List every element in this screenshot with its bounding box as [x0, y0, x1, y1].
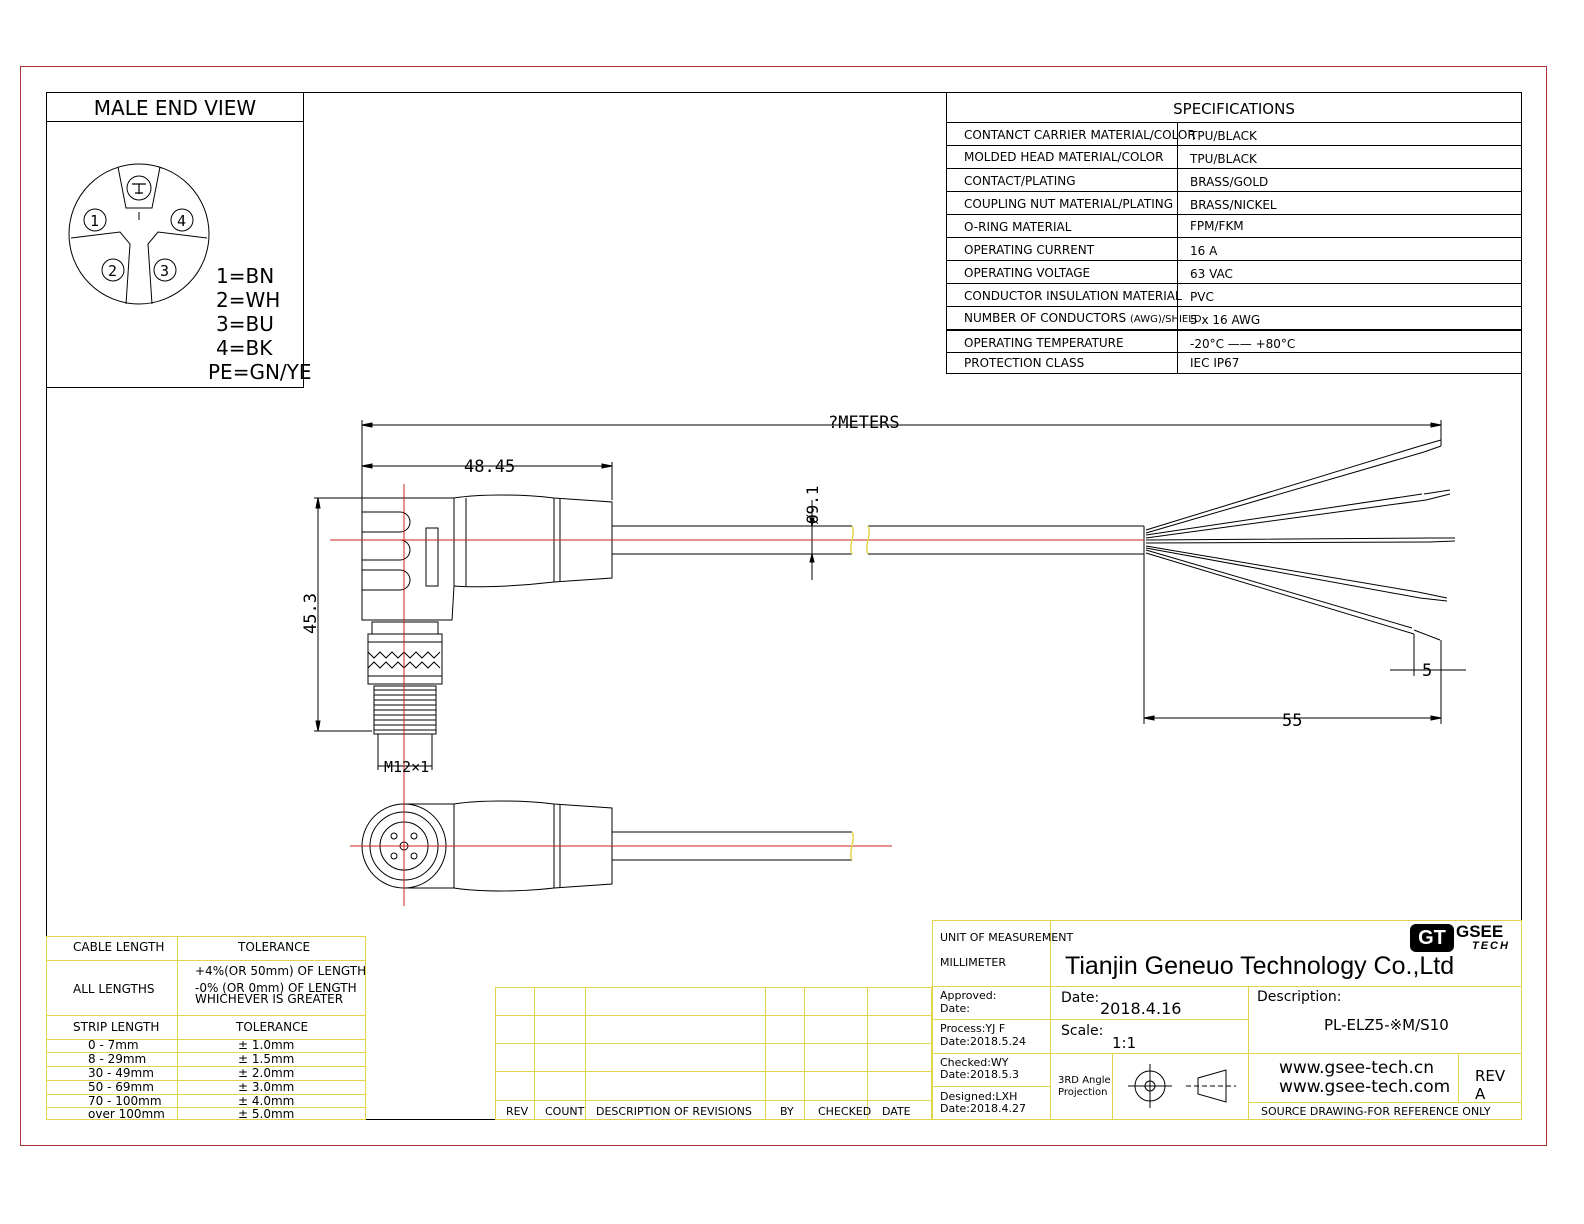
- strip-length-label: 5: [1422, 661, 1432, 681]
- by-header: BY: [780, 1105, 794, 1118]
- designed-date: Date:2018.4.27: [940, 1102, 1026, 1115]
- date-header: DATE: [882, 1105, 911, 1118]
- pin-label: 3: [160, 262, 169, 280]
- rev-label: REV: [1475, 1067, 1506, 1085]
- checked-label: Checked:WY: [940, 1056, 1009, 1069]
- all-lengths-tolerance: +4%(OR 50mm) OF LENGTH: [195, 964, 367, 978]
- title-block: [932, 920, 1522, 1120]
- scale-value: 1:1: [1112, 1034, 1137, 1052]
- pin-face-diagram: 1 4 2 3: [68, 163, 210, 305]
- approved-label: Approved:: [940, 989, 997, 1002]
- drawing-outer-frame: [20, 66, 1547, 1146]
- projection-label: Projection: [1058, 1087, 1108, 1098]
- rev-value: A: [1475, 1085, 1486, 1103]
- count-header: COUNT: [545, 1105, 585, 1118]
- strip-tolerance: ± 3.0mm: [238, 1080, 295, 1094]
- thread-label: M12×1: [384, 758, 429, 776]
- description-of-revisions-header: DESCRIPTION OF REVISIONS: [596, 1105, 752, 1118]
- checked-date: Date:2018.5.3: [940, 1068, 1019, 1081]
- male-end-view-title: MALE END VIEW: [46, 92, 304, 122]
- process-label: Process:YJ F: [940, 1022, 1006, 1035]
- strip-range: over 100mm: [88, 1107, 165, 1121]
- strip-range: 0 - 7mm: [88, 1038, 139, 1052]
- pin-label: 4: [177, 212, 186, 230]
- legend-item: PE=GN/YE: [208, 360, 312, 384]
- projection-label: 3RD Angle: [1058, 1075, 1111, 1086]
- head-length-label: 48.45: [464, 457, 515, 477]
- wire-color-legend: 1=BN 2=WH 3=BU 4=BK PE=GN/YE: [208, 264, 312, 384]
- rev-header: REV: [506, 1105, 529, 1118]
- strip-tolerance: ± 4.0mm: [238, 1094, 295, 1108]
- logo-word: GSEE: [1456, 922, 1504, 941]
- logo-sub: TECH: [1472, 940, 1510, 952]
- unit-label: UNIT OF MEASUREMENT: [940, 931, 1074, 944]
- ground-icon: [132, 183, 146, 194]
- website-com-link[interactable]: www.gsee-tech.com: [1279, 1077, 1451, 1097]
- cable-length-header: CABLE LENGTH: [73, 940, 165, 954]
- cable-diameter-label: Ø9.1: [803, 485, 822, 524]
- strip-tolerance: ± 1.0mm: [238, 1038, 295, 1052]
- pin-label: 1: [90, 212, 99, 230]
- spec-row: OPERATING TEMPERATURE-20°C —— +80°C: [946, 329, 1522, 352]
- legend-item: 2=WH: [216, 288, 281, 312]
- tolerance-header: TOLERANCE: [238, 940, 311, 954]
- all-lengths-tolerance: -0% (OR 0mm) OF LENGTH: [195, 981, 357, 995]
- legend-item: 3=BU: [216, 312, 274, 336]
- website-cn-link[interactable]: www.gsee-tech.cn: [1279, 1058, 1435, 1078]
- strip-tolerance-header: TOLERANCE: [236, 1020, 309, 1034]
- fan-out-length-label: 55: [1282, 711, 1302, 731]
- unit-value: MILLIMETER: [940, 956, 1006, 969]
- strip-range: 50 - 69mm: [88, 1080, 154, 1094]
- logo-mark: GT: [1410, 924, 1454, 952]
- description-label: Description:: [1257, 989, 1342, 1005]
- company-name: Tianjin Geneuo Technology Co.,Ltd: [1065, 952, 1455, 980]
- all-lengths-label: ALL LENGTHS: [73, 982, 155, 996]
- strip-range: 70 - 100mm: [88, 1094, 162, 1108]
- overall-length-label: ?METERS: [828, 413, 900, 433]
- specifications-title: SPECIFICATIONS: [1173, 100, 1295, 118]
- legend-item: 1=BN: [216, 264, 275, 288]
- strip-range: 30 - 49mm: [88, 1066, 154, 1080]
- strip-range: 8 - 29mm: [88, 1052, 147, 1066]
- approved-date-label: Date:: [940, 1002, 970, 1015]
- all-lengths-tolerance: WHICHEVER IS GREATER: [195, 992, 344, 1006]
- spec-column-divider: [1177, 122, 1178, 374]
- strip-tolerance: ± 1.5mm: [238, 1052, 295, 1066]
- strip-tolerance: ± 5.0mm: [238, 1107, 295, 1121]
- reference-note: SOURCE DRAWING-FOR REFERENCE ONLY: [1261, 1105, 1491, 1118]
- checked-header: CHECKED: [818, 1105, 872, 1118]
- process-date: Date:2018.5.24: [940, 1035, 1026, 1048]
- description-value: PL-ELZ5-※M/S10: [1324, 1016, 1449, 1034]
- specifications-table: [946, 92, 1522, 374]
- pin-label: 2: [108, 262, 117, 280]
- third-angle-projection-icon: [1128, 1064, 1236, 1108]
- legend-item: 4=BK: [216, 336, 273, 360]
- strip-length-header: STRIP LENGTH: [73, 1020, 160, 1034]
- gsee-logo: GT GSEE TECH: [1410, 922, 1514, 954]
- revision-table: [495, 987, 932, 1120]
- date-value: 2018.4.16: [1100, 999, 1182, 1018]
- date-label: Date:: [1061, 990, 1100, 1006]
- designed-label: Designed:LXH: [940, 1090, 1018, 1103]
- scale-label: Scale:: [1061, 1023, 1104, 1039]
- strip-tolerance: ± 2.0mm: [238, 1066, 295, 1080]
- height-label: 45.3: [301, 593, 321, 634]
- tolerance-table: [46, 936, 366, 1120]
- male-end-view-box: [46, 92, 304, 388]
